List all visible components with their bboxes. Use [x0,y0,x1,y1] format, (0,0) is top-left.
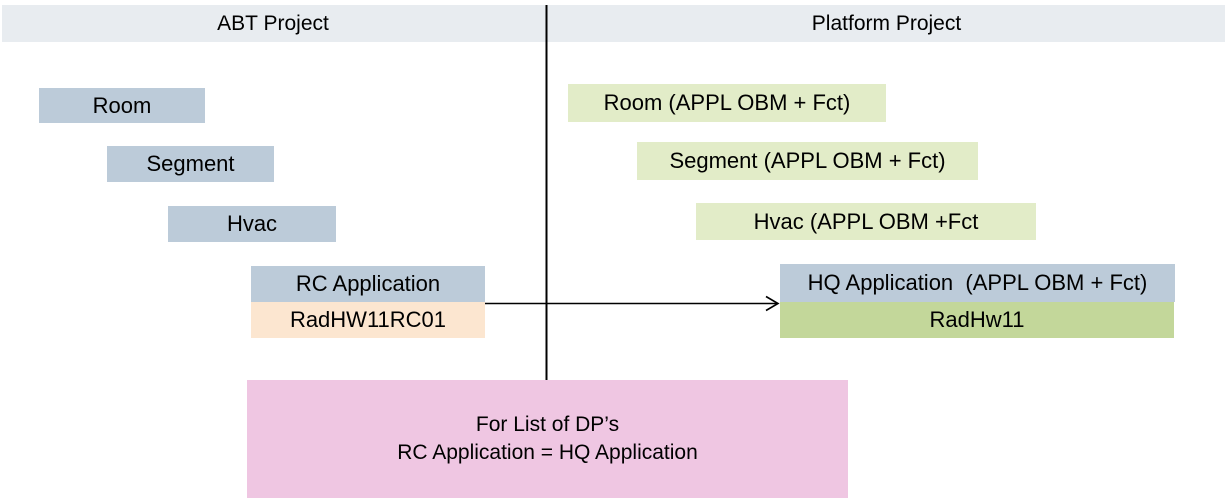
platform-segment-box: Segment (APPL OBM + Fct) [637,142,978,180]
platform-project-header: Platform Project [811,11,962,35]
platform-hvac-box: Hvac (APPL OBM +Fct [696,203,1036,240]
abt-project-header: ABT Project [217,11,329,35]
platform-hq-application-box: HQ Application (APPL OBM + Fct) [780,264,1175,302]
abt-segment-box: Segment [107,146,274,182]
header-bar [2,5,1225,42]
note-line-2: RC Application = HQ Application [397,441,698,464]
note-line-1: For List of DP’s [475,412,620,436]
abt-room-box: Room [39,88,205,123]
abt-hvac-box: Hvac [168,206,336,242]
abt-rc-instance-box: RadHW11RC01 [251,302,485,338]
mapping-arrow-head [765,295,780,312]
dp-mapping-note-box: For List of DP’s RC Application = HQ App… [247,380,848,498]
abt-rc-application-box: RC Application [251,266,485,302]
platform-hq-instance-box: RadHw11 [780,302,1174,338]
platform-room-box: Room (APPL OBM + Fct) [568,84,886,122]
